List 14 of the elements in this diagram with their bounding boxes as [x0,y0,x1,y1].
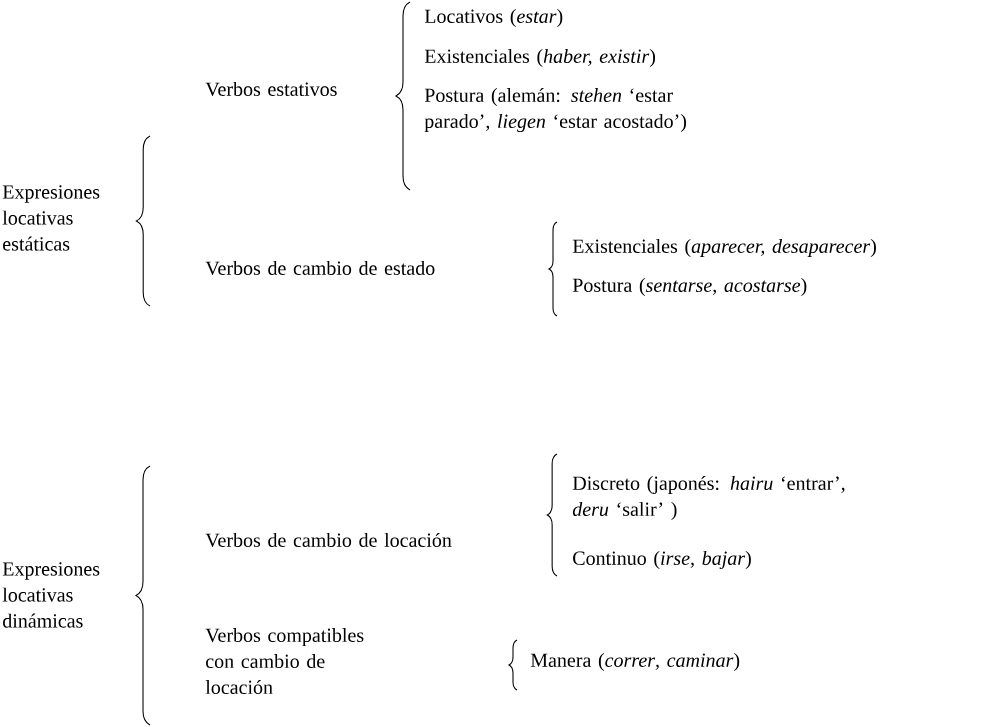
category-label: Existenciales (haber, existir) [424,48,656,68]
category-label: Expresiones locativas dinámicas [2,562,100,628]
category-label: Postura (sentarse, acostarse) [572,277,807,297]
category-label: Expresiones locativas estáticas [2,185,100,251]
category-label: Continuo (irse, bajar) [573,550,751,570]
category-label: Verbos compatibles con cambio de locación [205,627,364,694]
category-label: Manera (correr, caminar) [530,652,740,672]
category-label: Existenciales (aparecer, desaparecer) [572,238,876,258]
category-label: Verbos de cambio de locación [205,532,452,548]
category-label: Verbos estativos [205,81,337,97]
category-label: Postura (alemán: stehen ‘estar parado’, liegen ‘estar acostado’) [424,87,687,133]
category-label: Discreto (japonés: hairu ‘entrar’, deru ‘salir’ ) [572,475,845,521]
category-label: Locativos (estar) [424,8,563,28]
category-label: Verbos de cambio de estado [205,260,435,276]
